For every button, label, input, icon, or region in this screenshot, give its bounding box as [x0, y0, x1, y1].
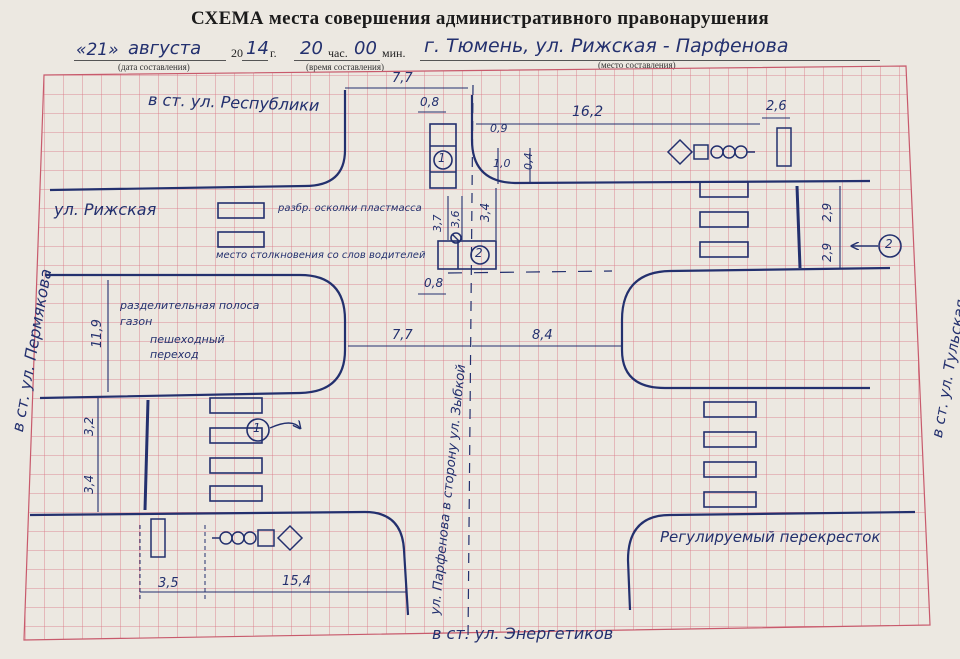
- vehicle-1-number: 1: [438, 151, 446, 165]
- dim-7-7-mid: 7,7: [392, 328, 413, 343]
- street-energetikov: в ст. ул. Энергетиков: [432, 624, 614, 643]
- annotation-debris: разбр. осколки пластмасса: [278, 203, 422, 214]
- dim-2-9-b: 2,9: [820, 242, 834, 262]
- vehicle-2-at-collision: [437, 240, 497, 270]
- annotation-regulated-intersection: Регулируемый перекресток: [660, 528, 881, 546]
- vehicle-2-start-marker: [878, 234, 902, 258]
- dim-3-6: 3,6: [449, 210, 462, 229]
- annotation-median: разделительная полоса газон: [120, 299, 260, 328]
- dim-3-4-left: 3,4: [82, 474, 96, 494]
- dim-3-7: 3,7: [431, 214, 444, 233]
- dim-15-4: 15,4: [282, 574, 311, 589]
- date-day: «21»: [76, 40, 119, 60]
- time-minute: 00: [354, 38, 377, 59]
- annotation-collision-place: место столкновения со слов водителей: [216, 250, 426, 261]
- dim-3-2: 3,2: [82, 416, 96, 436]
- dim-2-9-a: 2,9: [820, 202, 834, 222]
- caption-date: (дата составления): [118, 62, 190, 72]
- dim-7-7-top: 7,7: [392, 71, 413, 86]
- crosswalk-bottom-left: [209, 397, 263, 502]
- minute-label: мин.: [382, 46, 406, 60]
- dim-0-4: 0,4: [522, 152, 535, 171]
- crosswalk-top-right: [699, 181, 749, 258]
- dim-1-0: 1,0: [493, 157, 511, 170]
- vehicle-1-at-collision: [429, 123, 457, 189]
- hour-label: час.: [328, 46, 348, 60]
- dim-3-4-top: 3,4: [478, 202, 492, 222]
- document-title: СХЕМА места совершения административного…: [191, 8, 769, 29]
- vehicle-2-start-number: 2: [885, 237, 893, 251]
- dim-0-8-top: 0,8: [420, 95, 440, 109]
- caption-place: (место составления): [598, 60, 676, 70]
- dim-8-4: 8,4: [532, 328, 553, 343]
- dimension-lines: [97, 87, 841, 593]
- time-hour: 20: [300, 38, 323, 59]
- date-year: 14: [246, 38, 269, 59]
- place-of-compilation: г. Тюмень, ул. Рижская - Парфенова: [424, 35, 789, 57]
- vehicle-1-start-marker: [246, 418, 270, 442]
- vehicle-1-start-number: 1: [253, 421, 261, 435]
- vehicle-2-number: 2: [475, 246, 483, 260]
- crosswalk-top-left: [217, 202, 265, 248]
- dim-11-9: 11,9: [90, 319, 105, 348]
- date-month: августа: [128, 38, 202, 59]
- collision-point: [450, 232, 462, 244]
- dim-0-8-bottom: 0,8: [424, 276, 444, 290]
- street-rizhskaya: ул. Рижская: [54, 200, 157, 219]
- dim-2-6: 2,6: [766, 99, 787, 114]
- dim-0-9: 0,9: [490, 122, 508, 135]
- traffic-light-top-right: [666, 127, 792, 167]
- dim-16-2: 16,2: [572, 104, 604, 120]
- year-suffix: г.: [270, 46, 277, 60]
- year-prefix: 20: [231, 46, 243, 60]
- crosswalk-bottom-right: [703, 401, 757, 508]
- center-line: [467, 84, 474, 641]
- traffic-light-bottom-left: [150, 518, 304, 558]
- stop-line-right: [795, 185, 802, 269]
- annotation-pedestrian-crossing: пешеходный переход: [150, 333, 225, 361]
- stop-line-left: [143, 399, 150, 511]
- dim-3-5: 3,5: [158, 576, 179, 591]
- caption-time: (время составления): [306, 62, 384, 72]
